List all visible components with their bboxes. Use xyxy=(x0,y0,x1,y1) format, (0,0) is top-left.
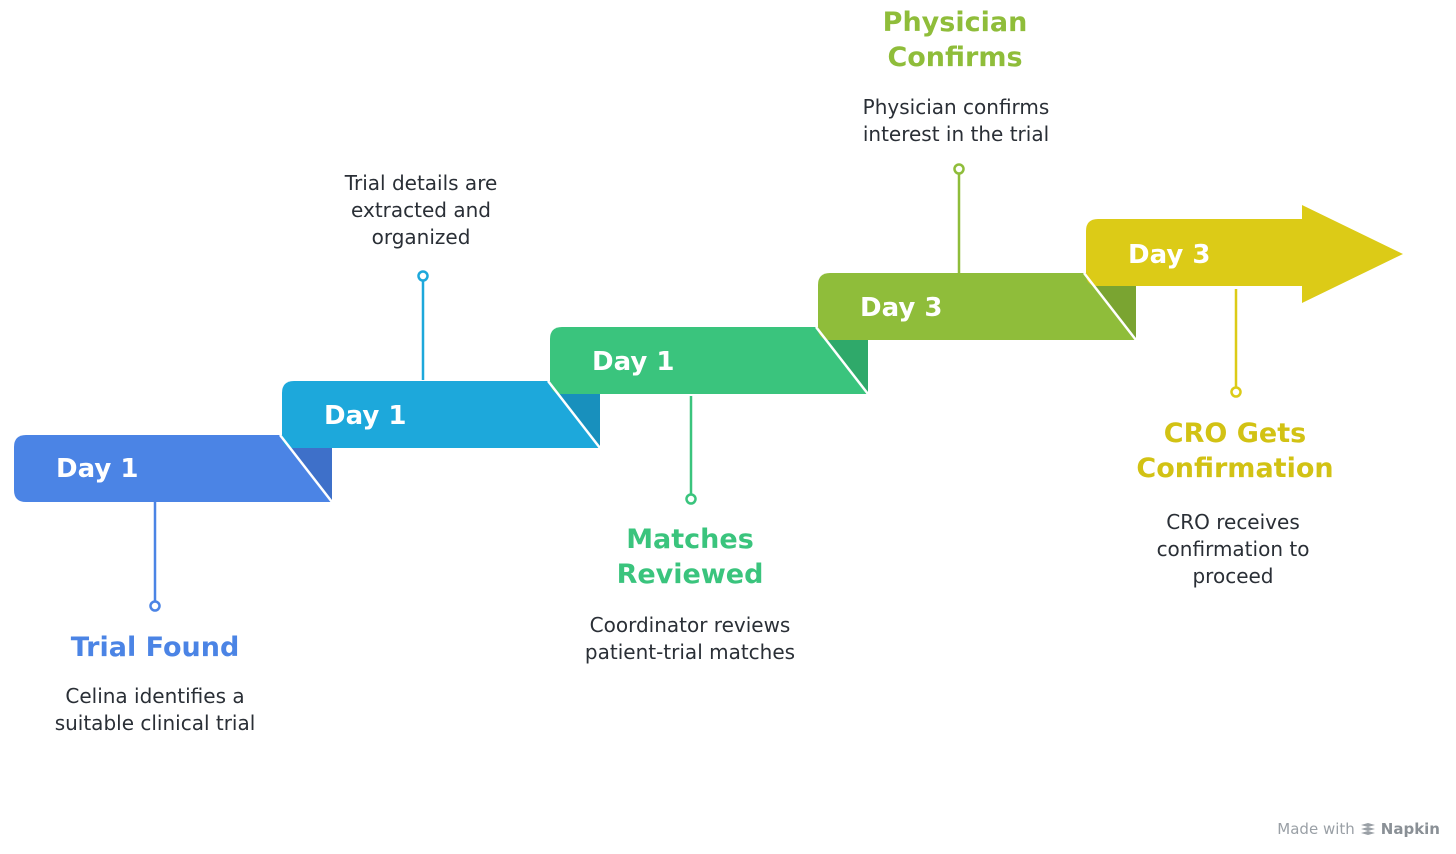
step-5-description: CRO receives confirmation to proceed xyxy=(1156,510,1310,588)
step-1-day-label: Day 1 xyxy=(56,454,139,484)
step-2-description: Trial details are extracted and organize… xyxy=(344,171,498,249)
step-3-ribbon xyxy=(550,327,868,394)
step-4-fold-edge xyxy=(1083,272,1137,341)
step-1-ribbon xyxy=(14,435,332,502)
step-4-connector-dot xyxy=(953,163,965,175)
step-5-day-label: Day 3 xyxy=(1128,240,1211,270)
step-4-description: Physician confirms interest in the trial xyxy=(862,95,1050,146)
step-4-ribbon xyxy=(818,273,1136,340)
step-2-fold-edge xyxy=(547,380,601,449)
step-1-fold-edge xyxy=(279,434,333,503)
step-1-title: Trial Found xyxy=(70,632,240,663)
step-5-connector-dot xyxy=(1230,386,1242,398)
step-5-ribbon xyxy=(1086,205,1403,303)
made-with-napkin-footer: Made with Napkin xyxy=(1277,820,1440,838)
napkin-logo-icon xyxy=(1360,823,1375,835)
step-3-fold-edge xyxy=(815,326,869,395)
step-3-description: Coordinator reviews patient-trial matche… xyxy=(584,613,796,664)
step-3-day-label: Day 1 xyxy=(592,347,675,377)
footer-brand: Napkin xyxy=(1380,820,1440,838)
step-4-day-label: Day 3 xyxy=(860,293,943,323)
step-3-title: Matches Reviewed xyxy=(616,524,764,590)
step-1-description: Celina identifies a suitable clinical tr… xyxy=(54,684,256,735)
step-1-connector-dot xyxy=(149,600,161,612)
step-2-day-label: Day 1 xyxy=(324,401,407,431)
step-2-connector-dot xyxy=(417,270,429,282)
step-3-connector-dot xyxy=(685,493,697,505)
step-4-title: Physician Confirms xyxy=(882,7,1028,73)
footer-prefix: Made with xyxy=(1277,820,1355,838)
step-5-title: CRO Gets Confirmation xyxy=(1136,418,1334,484)
step-2-ribbon xyxy=(282,381,600,448)
